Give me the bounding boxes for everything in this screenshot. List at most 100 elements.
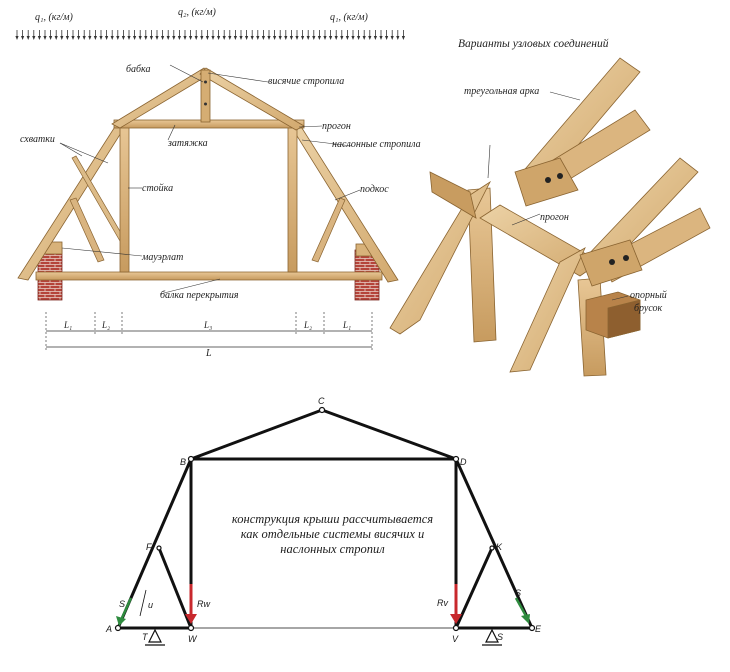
load-arrow bbox=[317, 30, 321, 40]
load-arrow bbox=[345, 30, 349, 40]
load-arrow bbox=[273, 30, 277, 40]
label-skhvatki: схватки bbox=[20, 134, 55, 145]
label-S-right: S bbox=[515, 588, 521, 598]
load-arrow bbox=[329, 30, 333, 40]
dimension-arrows bbox=[46, 330, 372, 348]
right-post bbox=[287, 123, 298, 273]
load-arrow bbox=[217, 30, 221, 40]
load-arrow bbox=[65, 30, 69, 40]
load-arrows bbox=[15, 30, 405, 40]
label-zatyazhka: затяжка bbox=[167, 138, 208, 149]
node-V: V bbox=[452, 634, 459, 644]
load-arrow bbox=[116, 30, 120, 40]
load-arrow bbox=[82, 30, 86, 40]
support-right bbox=[482, 628, 502, 646]
joint-bolts bbox=[545, 173, 629, 265]
member-DE bbox=[454, 457, 534, 630]
label-mauerlat: мауэрлат bbox=[141, 252, 183, 263]
king-post-bolt bbox=[204, 80, 207, 84]
node-C: C bbox=[318, 396, 325, 406]
member-KV bbox=[454, 546, 494, 630]
angle-u-mark bbox=[139, 589, 147, 617]
label-u-left: u bbox=[148, 600, 153, 610]
load-arrow bbox=[368, 30, 372, 40]
load-arrow bbox=[26, 30, 30, 40]
dim-L1-left: L₁ bbox=[63, 320, 72, 330]
load-arrow bbox=[21, 30, 25, 40]
scheme-nodes bbox=[114, 406, 536, 632]
load-arrow bbox=[37, 30, 41, 40]
label-visyachie: висячие стропила bbox=[268, 76, 344, 87]
load-arrow bbox=[194, 30, 198, 40]
load-q1-right-label: q₁, (кг/м) bbox=[330, 12, 369, 23]
dim-L1-right: L₁ bbox=[342, 320, 351, 330]
load-arrow bbox=[93, 30, 97, 40]
node-F: F bbox=[146, 542, 152, 552]
joints-title: Варианты узловых соединений bbox=[458, 37, 609, 50]
load-arrow bbox=[267, 30, 271, 40]
dimension-lines bbox=[45, 312, 373, 350]
load-arrow bbox=[138, 30, 142, 40]
load-arrow bbox=[189, 30, 193, 40]
load-arrow bbox=[77, 30, 81, 40]
load-arrow bbox=[15, 30, 19, 40]
king-post bbox=[200, 69, 211, 123]
dim-L2-left: L₂ bbox=[101, 320, 110, 330]
load-arrow bbox=[401, 30, 405, 40]
label-stoyka: стойка bbox=[142, 183, 173, 194]
force-S-left bbox=[116, 597, 133, 626]
load-arrow bbox=[172, 30, 176, 40]
load-arrow bbox=[385, 30, 389, 40]
right-hanging-rafter bbox=[199, 67, 305, 131]
node-S: S bbox=[497, 632, 503, 642]
truss-leader-lines bbox=[59, 64, 361, 295]
load-arrow bbox=[295, 30, 299, 40]
joints-illustration bbox=[389, 57, 711, 377]
load-arrow bbox=[334, 30, 338, 40]
load-arrow bbox=[233, 30, 237, 40]
dim-L: L bbox=[205, 348, 212, 359]
load-arrow bbox=[379, 30, 383, 40]
load-arrow bbox=[261, 30, 265, 40]
label-brusok: брусок bbox=[634, 303, 663, 314]
load-arrow bbox=[340, 30, 344, 40]
load-arrow bbox=[362, 30, 366, 40]
support-left bbox=[145, 628, 165, 646]
force-S-right bbox=[514, 597, 530, 624]
load-arrow bbox=[312, 30, 316, 40]
label-S-left: S bbox=[119, 599, 125, 609]
node-B: B bbox=[180, 457, 186, 467]
right-brace bbox=[311, 197, 346, 263]
load-arrow bbox=[105, 30, 109, 40]
force-Rv bbox=[450, 584, 462, 624]
node-D: D bbox=[460, 457, 467, 467]
label-naslonnye: наслонные стропила bbox=[332, 139, 421, 150]
floor-beam bbox=[35, 271, 383, 281]
load-arrow bbox=[133, 30, 137, 40]
load-arrow bbox=[60, 30, 64, 40]
load-q2-label: q₂, (кг/м) bbox=[178, 7, 217, 18]
left-hanging-rafter bbox=[111, 67, 211, 129]
load-arrow bbox=[289, 30, 293, 40]
load-arrow bbox=[166, 30, 170, 40]
label-treugolnaya-arka: треугольная арка bbox=[464, 86, 539, 97]
label-oporny: опорный bbox=[630, 290, 667, 301]
label-joint-progon: прогон bbox=[540, 212, 569, 223]
load-arrow bbox=[110, 30, 114, 40]
joints-leader-lines bbox=[487, 91, 629, 301]
load-arrow bbox=[127, 30, 131, 40]
node-K: K bbox=[496, 542, 503, 552]
load-arrow bbox=[121, 30, 125, 40]
load-arrow bbox=[284, 30, 288, 40]
load-arrow bbox=[205, 30, 209, 40]
node-T: T bbox=[142, 632, 149, 642]
force-Rw bbox=[185, 584, 197, 624]
load-arrow bbox=[396, 30, 400, 40]
load-arrow bbox=[351, 30, 355, 40]
label-balka: балка перекрытия bbox=[160, 290, 239, 301]
load-arrow bbox=[149, 30, 153, 40]
load-arrow bbox=[301, 30, 305, 40]
dim-L3: L₃ bbox=[203, 320, 212, 330]
member-FW bbox=[157, 546, 193, 630]
